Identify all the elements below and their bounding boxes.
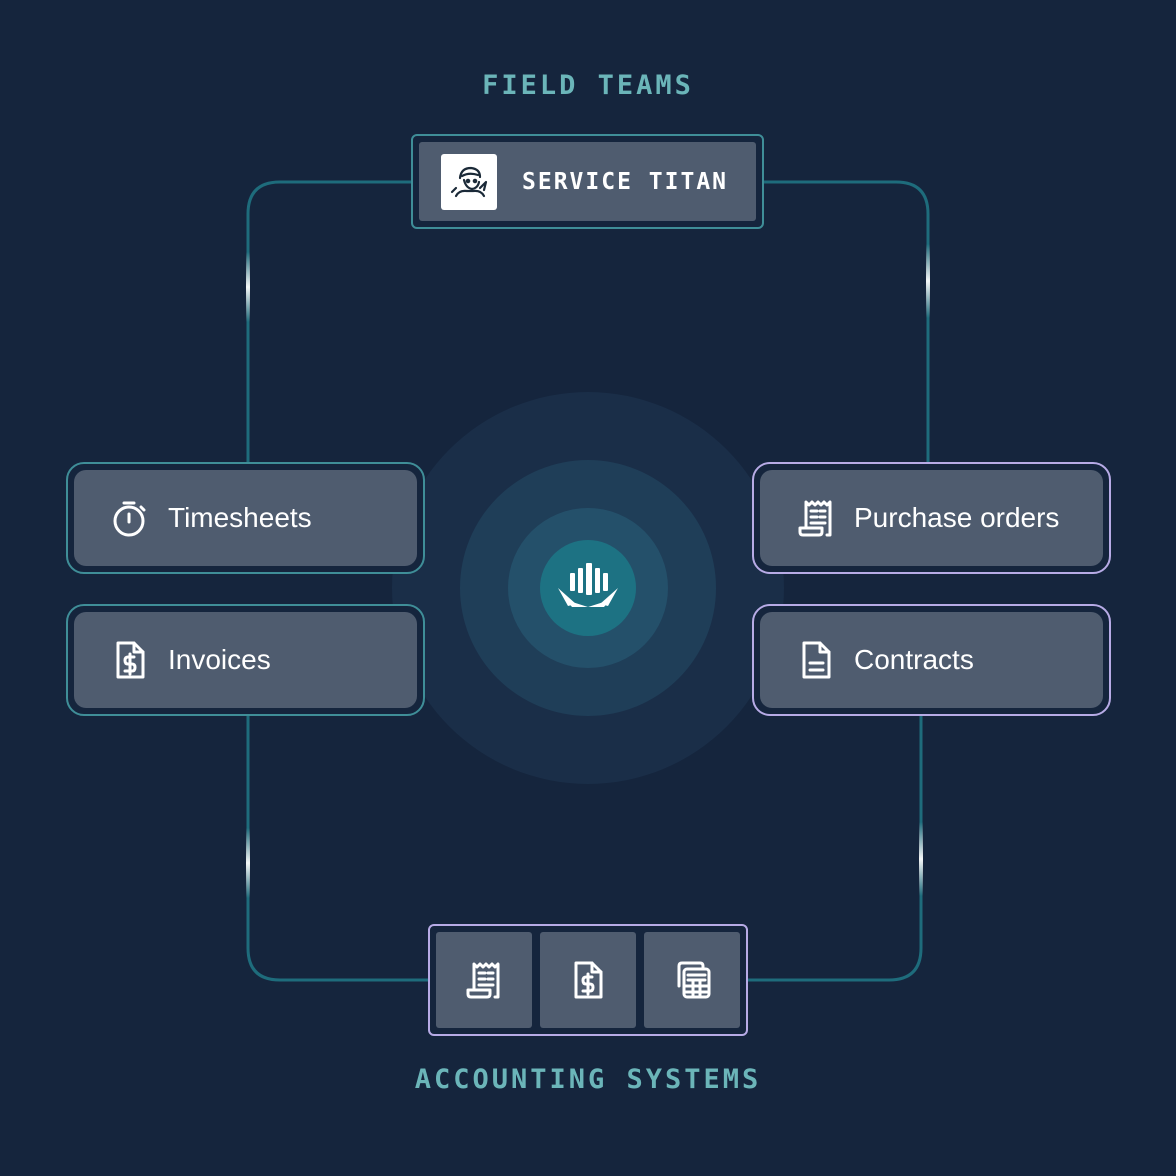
invoices-label: Invoices <box>168 644 271 675</box>
accounting-tile-calculator[interactable] <box>644 932 740 1028</box>
accounting-tile-invoices[interactable] <box>540 932 636 1028</box>
invoice-dollar-icon <box>568 960 608 1000</box>
invoices-card: Invoices <box>74 612 417 708</box>
accounting-systems-node[interactable] <box>428 924 748 1036</box>
purchase-orders-node[interactable]: Purchase orders <box>752 462 1111 574</box>
connector-glow <box>246 828 250 898</box>
invoice-dollar-icon <box>110 640 150 680</box>
connector-glow <box>246 252 250 322</box>
service-titan-logo-icon <box>441 153 497 210</box>
receipt-icon <box>796 498 836 538</box>
connector-top-left <box>246 180 411 462</box>
service-titan-label: SERVICE TITAN <box>522 168 729 195</box>
central-logo-icon <box>558 563 618 607</box>
receipt-icon <box>464 960 504 1000</box>
timesheets-label: Timesheets <box>168 502 312 533</box>
invoices-node[interactable]: Invoices <box>66 604 425 716</box>
connector-glow <box>919 822 923 896</box>
timesheets-card: Timesheets <box>74 470 417 566</box>
contracts-node[interactable]: Contracts <box>752 604 1111 716</box>
accounting-systems-heading: ACCOUNTING SYSTEMS <box>414 1064 762 1095</box>
connector-top-right <box>764 180 930 462</box>
connector-bottom-left <box>246 716 428 982</box>
accounting-tile-receipts[interactable] <box>436 932 532 1028</box>
stopwatch-icon <box>110 498 150 538</box>
service-titan-card: SERVICE TITAN <box>419 142 756 221</box>
purchase-orders-label: Purchase orders <box>854 502 1060 533</box>
calculator-icon <box>672 960 712 1000</box>
contracts-card: Contracts <box>760 612 1103 708</box>
connector-glow <box>926 244 930 318</box>
service-titan-node[interactable]: SERVICE TITAN <box>411 134 764 229</box>
timesheets-node[interactable]: Timesheets <box>66 462 425 574</box>
contracts-label: Contracts <box>854 644 974 675</box>
connector-bottom-right <box>748 716 923 982</box>
field-teams-heading: FIELD TEAMS <box>482 70 694 101</box>
purchase-orders-card: Purchase orders <box>760 470 1103 566</box>
document-icon <box>796 640 836 680</box>
